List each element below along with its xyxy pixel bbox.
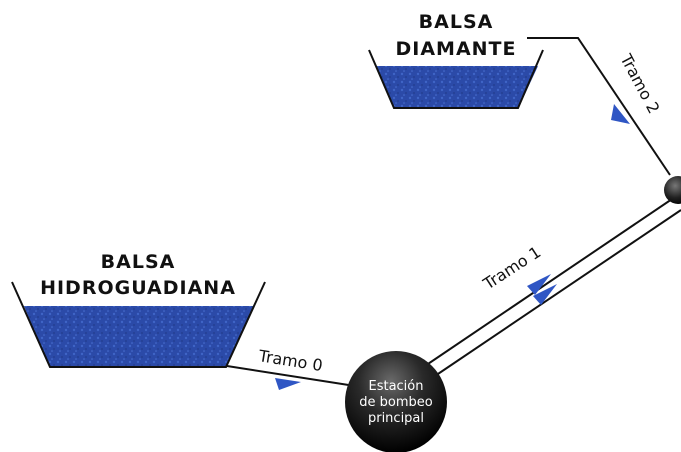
station-sphere [345, 351, 447, 452]
pipe-tramo-2 [527, 37, 671, 176]
pipe-tramo-0 [226, 365, 356, 387]
reservoir-diamante: BALSA DIAMANTE [368, 11, 544, 109]
reservoir-hidroguadiana-title-1: BALSA [101, 251, 176, 273]
station-label-3: principal [368, 411, 424, 426]
junction-node [664, 176, 681, 204]
pumping-station: Estación de bombeo principal [345, 351, 447, 452]
reservoir-diamante-title-2: DIAMANTE [396, 38, 517, 60]
station-label-2: de bombeo [359, 395, 433, 410]
label-tramo-0: Tramo 0 [256, 346, 324, 375]
basin-outline-hidroguadiana [11, 281, 266, 368]
flow-arrow-tramo-2 [611, 104, 630, 124]
flow-arrow-tramo-1-a [527, 274, 551, 295]
flow-arrow-tramo-0 [275, 378, 301, 390]
reservoir-hidroguadiana-title-2: HIDROGUADIANA [40, 277, 236, 299]
water-diamante [376, 66, 538, 107]
reservoir-diamante-title-1: BALSA [419, 11, 494, 33]
water-hidroguadiana [24, 306, 254, 366]
basin-outline-diamante [368, 49, 544, 109]
pipe-tramo-1 [421, 194, 681, 379]
station-label-1: Estación [368, 379, 423, 394]
flow-arrow-tramo-1-b [533, 284, 557, 305]
reservoir-hidroguadiana: BALSA HIDROGUADIANA [11, 251, 266, 368]
